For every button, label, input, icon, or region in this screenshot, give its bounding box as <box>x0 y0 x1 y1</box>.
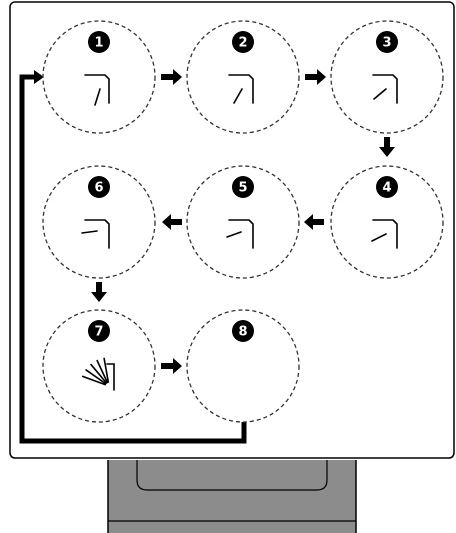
step-number-badge: 7 <box>88 320 110 342</box>
step-number: 6 <box>94 181 103 196</box>
step-circle <box>330 20 444 134</box>
step-number: 7 <box>94 325 103 340</box>
louver-vane-icon <box>371 219 398 249</box>
louver-vane-icon <box>228 74 254 104</box>
step-number-badge: 2 <box>232 31 254 53</box>
step-number: 2 <box>238 36 247 51</box>
step-number-badge: 1 <box>88 31 110 53</box>
arrow-1-to-2 <box>161 69 182 85</box>
arrow-2-to-3 <box>305 69 326 85</box>
step-number: 5 <box>238 181 247 196</box>
step-circle <box>330 165 444 279</box>
step-number: 1 <box>94 36 103 51</box>
step-circle <box>42 20 156 134</box>
step-1-node: 1 <box>42 20 156 134</box>
step-4-node: 4 <box>330 165 444 279</box>
step-number-badge: 4 <box>376 176 398 198</box>
arrow-4-to-5 <box>304 214 324 230</box>
step-number-badge: 8 <box>232 320 254 342</box>
step-number-badge: 3 <box>376 31 398 53</box>
arrow-5-to-6 <box>162 214 182 230</box>
indoor-unit-panel <box>107 460 357 533</box>
step-number-badge: 5 <box>232 176 254 198</box>
step-number-badge: 6 <box>88 176 110 198</box>
step-number: 3 <box>382 36 391 51</box>
louver-vane-icon <box>81 219 110 249</box>
step-6-node: 6 <box>42 165 156 279</box>
step-circle <box>186 165 300 279</box>
step-circle <box>186 309 300 423</box>
step-circle <box>186 20 300 134</box>
louver-vane-icon <box>84 74 110 106</box>
arrow-6-to-7 <box>91 282 107 302</box>
airflow-swing-icon <box>81 357 115 391</box>
step-number: 8 <box>238 325 247 340</box>
arrow-3-to-4 <box>379 137 395 157</box>
step-7-node: 7 <box>42 309 156 423</box>
step-8-node: 8 <box>186 309 300 423</box>
step-5-node: 5 <box>186 165 300 279</box>
arrow-7-to-8 <box>161 358 182 374</box>
step-circle <box>42 165 156 279</box>
step-3-node: 3 <box>330 20 444 134</box>
louver-vane-icon <box>372 74 398 104</box>
return-loop-arrow <box>19 70 247 444</box>
step-number: 4 <box>382 181 391 196</box>
louver-vane-icon <box>226 219 254 249</box>
step-2-node: 2 <box>186 20 300 134</box>
